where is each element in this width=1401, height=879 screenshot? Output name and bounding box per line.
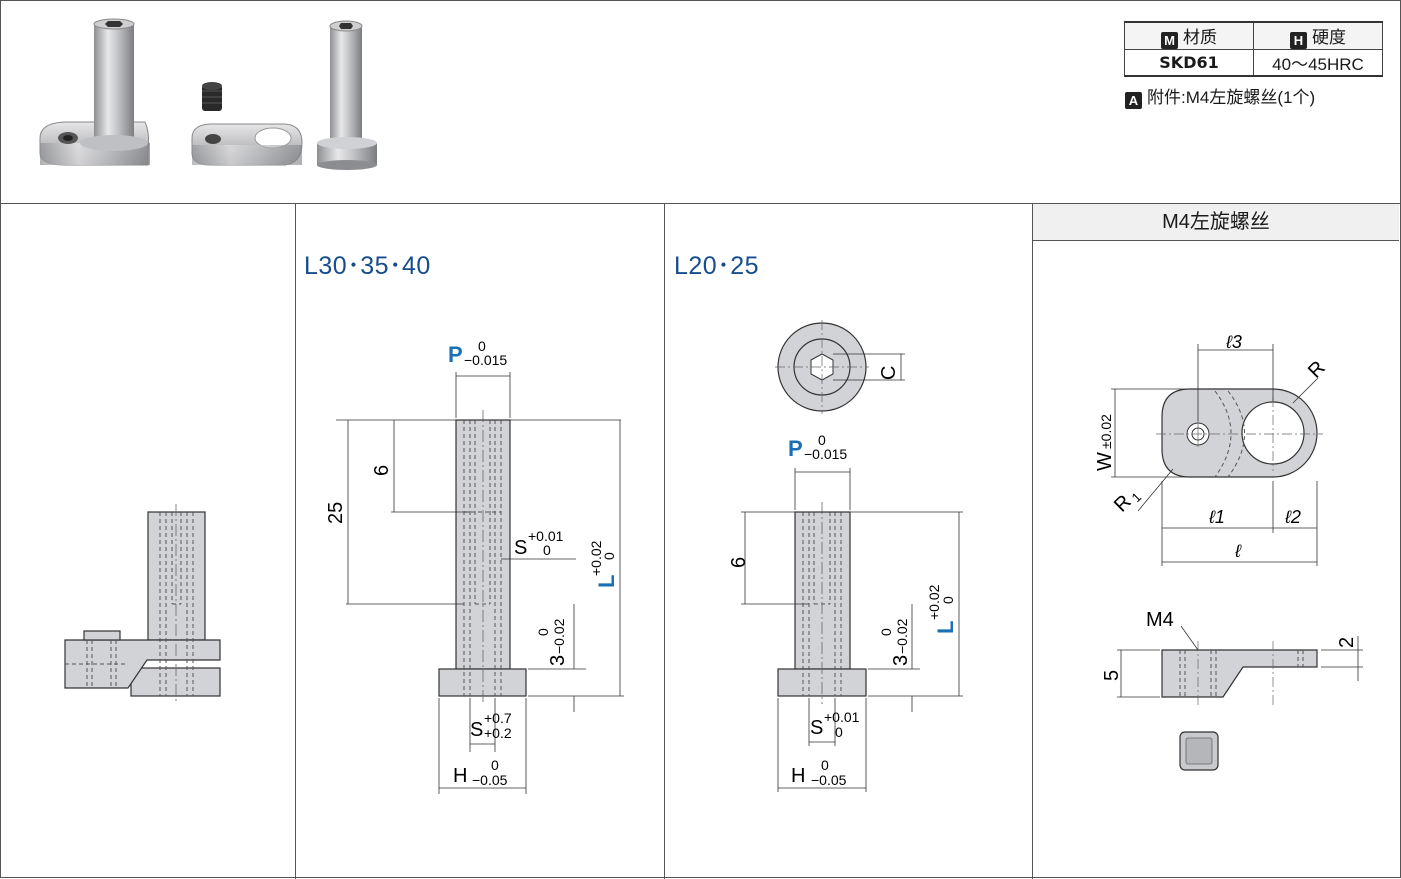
long-P-tol-upper: 0 (478, 338, 486, 354)
short-H-tol-lower: −0.05 (811, 772, 847, 788)
long-H-label: H (453, 765, 467, 787)
screw-plate-drawing: ℓ3 R W ±0.02 R 1 ℓ1 ℓ2 ℓ M4 5 2 (1094, 332, 1363, 771)
accessory-note: A 附件:M4左旋螺丝(1个) (1125, 83, 1315, 109)
dim-2: 2 (1336, 637, 1358, 648)
dim-5: 5 (1101, 670, 1123, 681)
assembly-view (64, 504, 221, 704)
accessory-badge: A (1125, 92, 1142, 109)
accessory-text: 附件:M4左旋螺丝(1个) (1147, 88, 1316, 107)
material-header-cell: M 材质 (1124, 21, 1254, 50)
photo-assembled-part (39, 18, 150, 166)
plate-side-view (1161, 641, 1318, 705)
short-H-tol-upper: 0 (821, 757, 829, 773)
header-divider (0, 203, 1401, 204)
pin-shaft (147, 511, 206, 641)
short-pin-drawing: C P 0 −0.015 (728, 320, 963, 792)
long-H-tol-upper: 0 (491, 757, 499, 773)
short-dim-3-lower: −0.02 (894, 618, 910, 654)
material-badge: M (1161, 32, 1178, 49)
short-H-label: H (791, 765, 805, 787)
spec-table: M 材质 H 硬度 SKD61 40～45HRC (1124, 21, 1383, 77)
hardness-header-cell: H 硬度 (1253, 21, 1383, 50)
material-value: SKD61 (1124, 49, 1254, 77)
screw-drawing (1179, 731, 1219, 771)
long-L-tol-lower: 0 (601, 552, 617, 560)
long-dim-3-lower: −0.02 (551, 618, 567, 654)
short-P-label: P (788, 436, 803, 461)
dim-l2: ℓ2 (1284, 507, 1301, 527)
short-C-label: C (878, 366, 900, 380)
long-L-label: L (594, 575, 619, 588)
screw-head (83, 630, 121, 641)
short-dim-6: 6 (728, 557, 750, 568)
short-pin-top-view (775, 320, 905, 414)
long-L-tol-upper: +0.02 (588, 540, 604, 576)
short-S-upper: +0.01 (824, 709, 860, 725)
short-P-tol-lower: −0.015 (804, 446, 847, 462)
dim-W: W (1094, 452, 1116, 471)
long-S-inner-upper: +0.01 (528, 528, 564, 544)
plate-top-view (1156, 388, 1323, 478)
short-S-lower: 0 (835, 724, 843, 740)
dim-l: ℓ (1234, 541, 1242, 561)
dim-l3: ℓ3 (1225, 332, 1242, 352)
dim-l1: ℓ1 (1208, 507, 1225, 527)
long-pin-head (438, 668, 527, 697)
long-dim-3: 3 (547, 655, 569, 666)
short-L-tol-upper: +0.02 (926, 584, 942, 620)
photo-pin (317, 20, 377, 170)
photo-plate (191, 123, 303, 166)
long-S-outer-lower: +0.2 (484, 725, 512, 741)
short-dim-3-upper: 0 (878, 628, 894, 636)
dim-M4: M4 (1146, 609, 1174, 631)
long-P-label: P (448, 342, 463, 367)
material-header: 材质 (1183, 28, 1217, 47)
screw-section-header: M4左旋螺丝 (1033, 204, 1399, 241)
hardness-header: 硬度 (1312, 28, 1346, 47)
hardness-badge: H (1290, 32, 1307, 49)
pin-head (130, 667, 221, 697)
long-dim-3-upper: 0 (535, 628, 551, 636)
section-title-short: L20･25 (674, 252, 760, 280)
short-S-label: S (810, 717, 823, 739)
section-title-long: L30･35･40 (304, 252, 431, 280)
short-L-tol-lower: 0 (940, 596, 956, 604)
short-L-label: L (933, 621, 958, 634)
column-divider-1 (295, 203, 296, 879)
long-S-outer-label: S (470, 719, 483, 741)
long-pin-drawing: P 0 −0.015 25 6 S +0.01 0 L +0.02 0 3 0 … (325, 338, 624, 794)
plate-body (64, 639, 221, 689)
short-P-tol-upper: 0 (818, 432, 826, 448)
long-dim-25: 25 (325, 502, 347, 524)
column-divider-3 (1032, 203, 1033, 879)
photo-screw (202, 82, 222, 111)
column-divider-2 (664, 203, 665, 879)
hardness-value: 40～45HRC (1253, 49, 1383, 77)
long-H-tol-lower: −0.05 (472, 772, 508, 788)
product-photos (39, 18, 377, 170)
long-S-inner-label: S (514, 537, 527, 559)
long-S-inner-lower: 0 (543, 542, 551, 558)
long-S-outer-upper: +0.7 (484, 710, 512, 726)
long-dim-6: 6 (371, 465, 393, 476)
dim-W-tol: ±0.02 (1098, 414, 1114, 449)
short-dim-3: 3 (890, 655, 912, 666)
dim-R: R (1304, 357, 1330, 383)
long-P-tol-lower: −0.015 (464, 352, 507, 368)
